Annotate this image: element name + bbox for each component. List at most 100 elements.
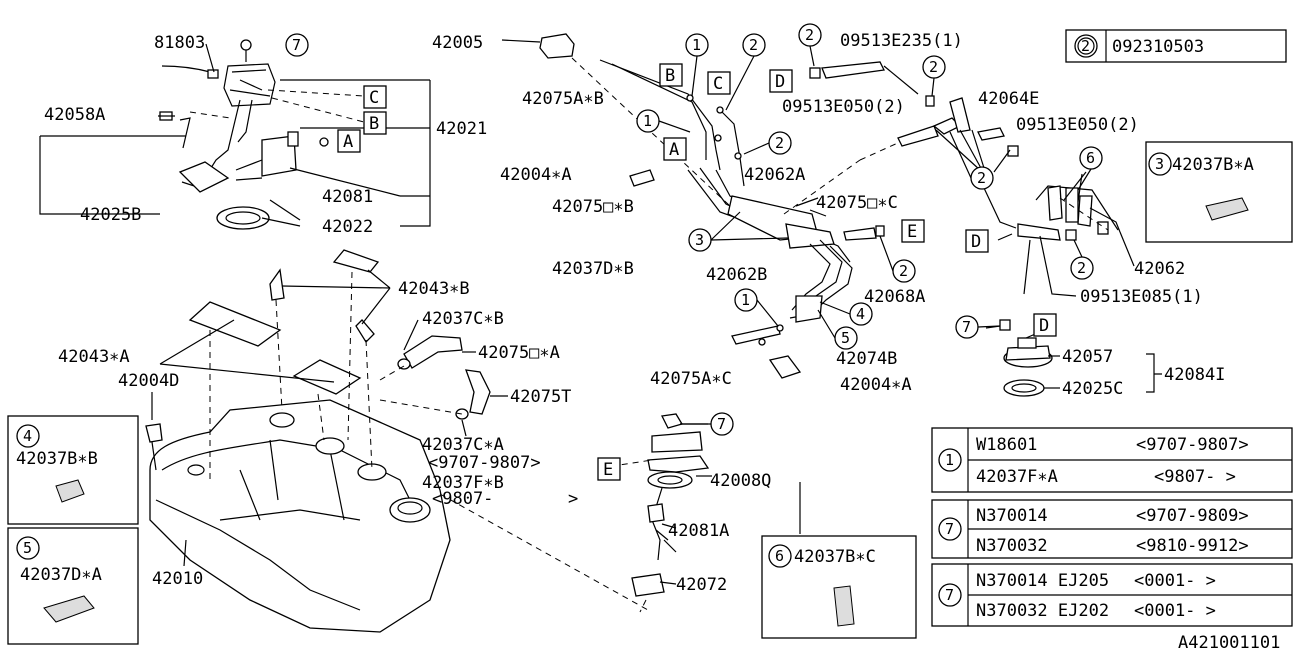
- svg-text:3: 3: [695, 231, 704, 249]
- callout-42081a: 42081A: [668, 521, 729, 541]
- svg-text:2: 2: [977, 169, 986, 187]
- svg-text:7: 7: [717, 415, 726, 433]
- table-3-row-2-range: <0001- >: [1134, 601, 1216, 621]
- svg-text:2: 2: [749, 36, 758, 54]
- marker-d-top: D: [769, 69, 793, 93]
- callout-range-9807-close: >: [568, 489, 578, 509]
- marker-1-c: 1: [734, 288, 758, 312]
- svg-text:5: 5: [23, 539, 32, 557]
- header-code-box: 2 092310503: [1065, 29, 1287, 63]
- callout-42025b: 42025B: [80, 205, 141, 225]
- marker-2-c: 2: [922, 55, 946, 79]
- callout-09513e050-a: 09513E050(2): [782, 97, 905, 117]
- marker-d-right: D: [965, 229, 989, 253]
- marker-a-pump: A: [337, 129, 361, 153]
- callout-09513e050-b: 09513E050(2): [1016, 115, 1139, 135]
- svg-text:7: 7: [292, 36, 301, 54]
- svg-text:6: 6: [775, 547, 784, 565]
- svg-text:C: C: [713, 74, 723, 94]
- callout-42037c-b: 42037C∗B: [422, 309, 504, 329]
- marker-2-a: 2: [742, 33, 766, 57]
- callout-09513e085: 09513E085(1): [1080, 287, 1203, 307]
- fuel-pump-filter-drawing: [439, 413, 801, 613]
- inset-box-3: 3 42037B∗A: [1145, 141, 1293, 243]
- variant-table-2: 7 N370014 <9707-9809> N370032 <9810-9912…: [931, 499, 1293, 559]
- marker-7-valve: 7: [955, 315, 979, 339]
- callout-42075o-a: 42075□∗A: [478, 343, 560, 363]
- marker-5: 5: [834, 326, 858, 350]
- callout-42043a: 42043∗A: [58, 347, 130, 367]
- callout-42037d-b: 42037D∗B: [552, 259, 634, 279]
- callout-42025c: 42025C: [1062, 379, 1123, 399]
- svg-text:2: 2: [775, 134, 784, 152]
- callout-42075o-c: 42075□∗C: [816, 193, 898, 213]
- table-3-row-1-part: N370014 EJ205: [976, 571, 1109, 591]
- letter-markers: C B A B C A D E D D E: [337, 63, 1057, 481]
- table-1-row-2-part: 42037F∗A: [976, 467, 1058, 487]
- marker-4: 4: [849, 302, 873, 326]
- svg-text:6: 6: [1086, 149, 1095, 167]
- inset-4-label: 42037B∗B: [16, 449, 98, 469]
- svg-text:D: D: [971, 232, 981, 252]
- marker-3: 3: [688, 228, 712, 252]
- fuel-tank-drawing: [145, 249, 508, 633]
- table-1-row-2-range: <9807- >: [1154, 467, 1236, 487]
- callout-42004a-bottom: 42004∗A: [840, 375, 912, 395]
- svg-text:B: B: [369, 114, 379, 134]
- inset-3-label: 42037B∗A: [1172, 155, 1254, 175]
- marker-e-bottom: E: [597, 457, 621, 481]
- inset-6-label: 42037B∗C: [794, 547, 876, 567]
- callout-42037f-b: 42037F∗B: [422, 473, 504, 493]
- marker-2-e: 2: [970, 166, 994, 190]
- callout-42081: 42081: [322, 187, 373, 207]
- callout-42074b: 42074B: [836, 349, 897, 369]
- callout-42021: 42021: [436, 119, 487, 139]
- svg-text:1: 1: [643, 112, 652, 130]
- callout-42068a: 42068A: [864, 287, 925, 307]
- table-3-row-2-part: N370032 EJ202: [976, 601, 1109, 621]
- marker-2-g: 2: [1070, 256, 1094, 280]
- header-code: 092310503: [1112, 37, 1204, 57]
- inset-box-6: 6 42037B∗C: [761, 535, 917, 639]
- variant-table-1: 1 W18601 <9707-9807> 42037F∗A <9807- >: [931, 427, 1293, 493]
- svg-text:D: D: [775, 72, 785, 92]
- callout-42037c-a: 42037C∗A: [422, 435, 504, 455]
- marker-2-b: 2: [798, 23, 822, 47]
- svg-text:C: C: [369, 88, 379, 108]
- vent-hose-drawing: [809, 61, 1162, 397]
- callout-42072: 42072: [676, 575, 727, 595]
- inset-5-label: 42037D∗A: [20, 565, 102, 585]
- marker-7-filter: 7: [710, 412, 734, 436]
- callout-42064e: 42064E: [978, 89, 1039, 109]
- callout-42075o-b: 42075□∗B: [552, 197, 634, 217]
- callout-range-9807: <9807-: [432, 489, 493, 509]
- inset-box-4: 4 42037B∗B: [7, 415, 139, 525]
- svg-text:2: 2: [929, 58, 938, 76]
- svg-text:4: 4: [23, 427, 32, 445]
- table-2-row-1-part: N370014: [976, 506, 1048, 526]
- circle-markers: 7 1 2 2 2 1 2 2 6 3 2 2 1 4 5 7 7: [285, 23, 1103, 436]
- fuel-pump-assembly-drawing: [39, 39, 431, 230]
- marker-1-b: 1: [636, 109, 660, 133]
- svg-text:5: 5: [841, 329, 850, 347]
- svg-text:1: 1: [692, 36, 701, 54]
- marker-b-pump: B: [363, 111, 387, 135]
- table-2-row-1-range: <9707-9809>: [1136, 506, 1249, 526]
- table-3-row-1-range: <0001- >: [1134, 571, 1216, 591]
- svg-text:1: 1: [741, 291, 750, 309]
- svg-text:7: 7: [945, 520, 954, 538]
- callout-42010: 42010: [152, 569, 203, 589]
- svg-text:E: E: [907, 222, 917, 242]
- svg-text:A: A: [669, 140, 679, 160]
- callout-42004a-top: 42004∗A: [500, 165, 572, 185]
- svg-text:A: A: [343, 132, 353, 152]
- marker-a-hose: A: [663, 137, 687, 161]
- drawing-code: A421001101: [1178, 633, 1280, 653]
- callout-42062a: 42062A: [744, 165, 805, 185]
- table-1-row-1-range: <9707-9807>: [1136, 435, 1249, 455]
- svg-text:2: 2: [805, 26, 814, 44]
- callout-42075a-c: 42075A∗C: [650, 369, 732, 389]
- marker-b-hose: B: [659, 63, 683, 87]
